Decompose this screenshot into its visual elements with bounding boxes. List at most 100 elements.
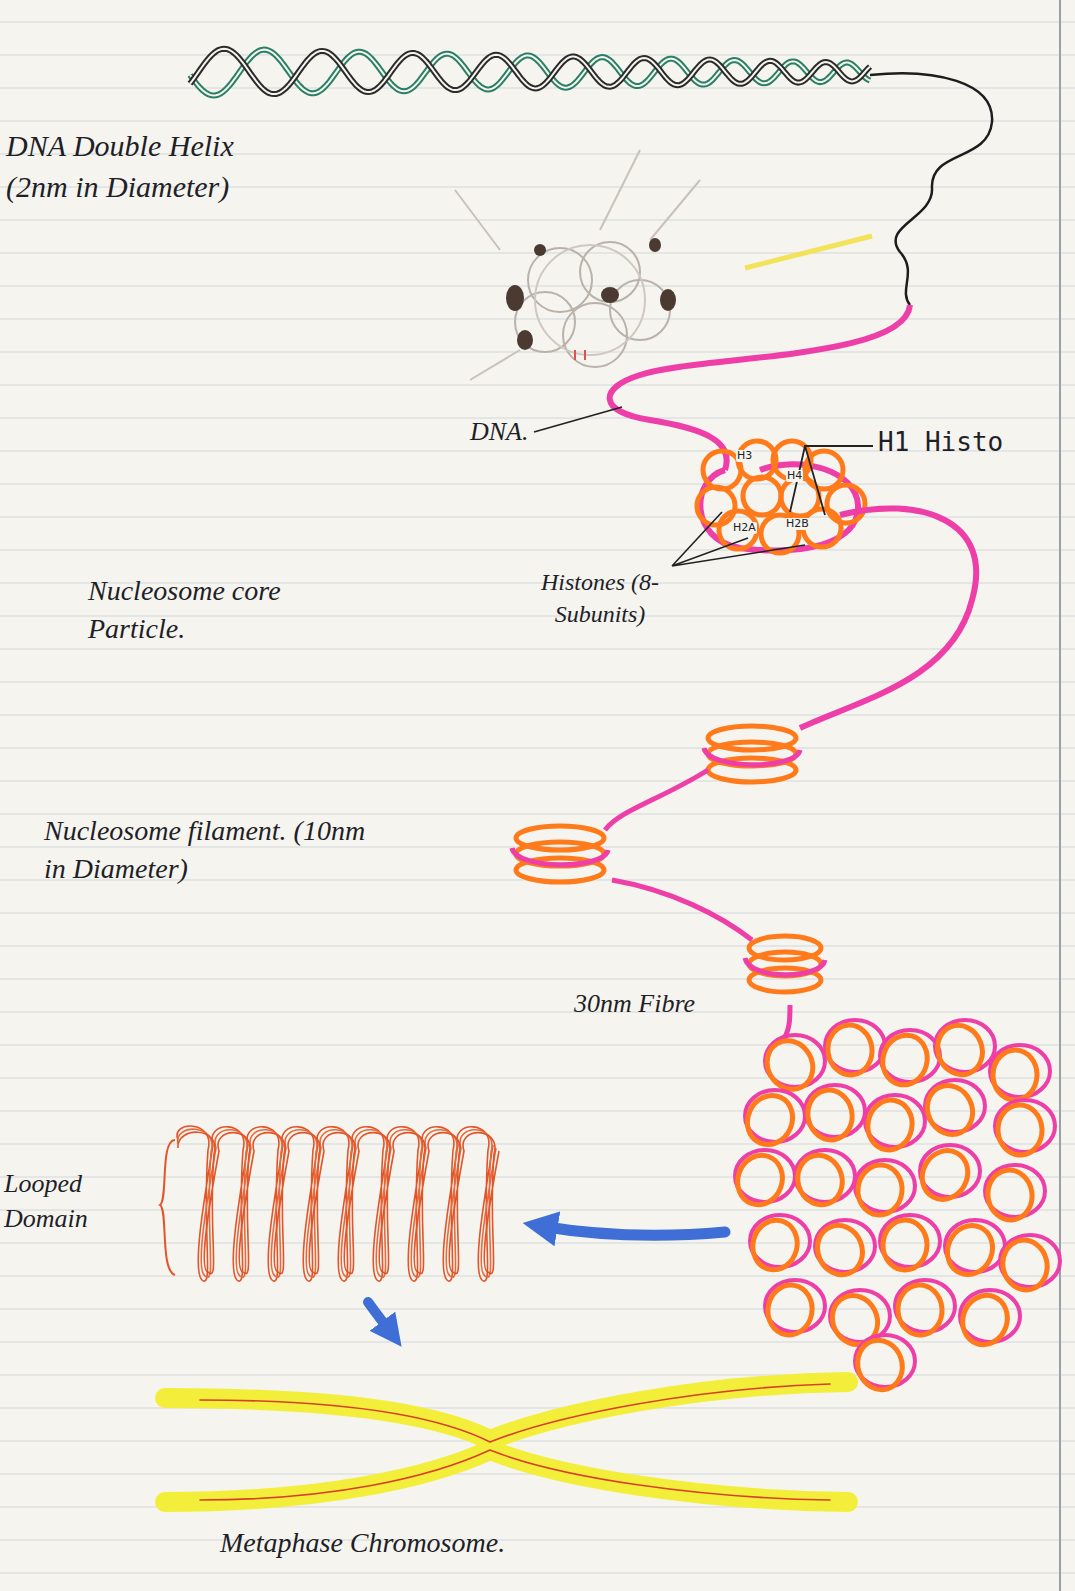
fibre-nucleosome	[985, 1167, 1036, 1223]
stage-label: Metaphase Chromosome.	[220, 1524, 640, 1562]
part-label: H1 Histo	[878, 425, 1048, 460]
ruled-line	[0, 714, 1075, 715]
margin-line	[1059, 0, 1061, 1591]
part-label: Histones (8-Subunits)	[505, 566, 695, 631]
ruled-line	[0, 912, 1075, 913]
ruled-line	[0, 54, 1075, 55]
stage-label: Nucleosome core Particle.	[88, 572, 318, 648]
histone-subunit	[719, 511, 757, 549]
chromatin-loop	[178, 1132, 499, 1273]
ruled-line	[0, 120, 1075, 121]
ruled-line	[0, 1374, 1075, 1375]
helix-strand	[190, 50, 870, 96]
helix-strand	[190, 50, 870, 96]
metaphase-chromosome	[165, 1382, 848, 1502]
fibre-nucleosome	[956, 1289, 1014, 1351]
fibre-nucleosome	[896, 1284, 943, 1337]
histone-subunit	[743, 477, 781, 515]
ruled-line	[0, 681, 1075, 682]
ruled-paper	[0, 22, 1075, 1573]
stage-label: DNA Double Helix (2nm in Diameter)	[6, 126, 268, 207]
fibre-nucleosome	[747, 1215, 802, 1275]
leader-line	[534, 407, 622, 432]
fibre-nucleosome	[940, 1218, 1001, 1282]
histone-label: H4	[786, 470, 803, 482]
ruled-line	[0, 1044, 1075, 1045]
fibre-nucleosome	[764, 1282, 816, 1339]
histone-label: H3	[736, 450, 753, 462]
ruled-line	[0, 1077, 1075, 1078]
ruled-line	[0, 1341, 1075, 1342]
ruled-line	[0, 1308, 1075, 1309]
blue-arrow	[368, 1302, 392, 1334]
fibre-nucleosome	[856, 1163, 905, 1217]
looped-domain	[177, 1126, 499, 1281]
wrapped-dna	[704, 748, 800, 765]
fibre-nucleosome	[864, 1096, 917, 1153]
ruled-line	[0, 780, 1075, 781]
ruled-line	[0, 21, 1075, 22]
histone-sketch	[455, 150, 700, 380]
fibre-nucleosome	[792, 1150, 849, 1211]
fibre-nucleosome	[914, 1142, 977, 1207]
dna-strand-highlight	[745, 236, 872, 268]
ruled-line	[0, 648, 1075, 649]
blue-arrow	[540, 1226, 725, 1235]
fibre-nucleosome	[739, 1088, 800, 1152]
chromatin-loop	[178, 1129, 496, 1277]
bracket	[160, 1140, 175, 1275]
fibre-nucleosome	[992, 1049, 1038, 1101]
fibre-nucleosome	[997, 1104, 1044, 1156]
nucleosome-core	[697, 441, 865, 553]
wrapped-dna	[745, 958, 825, 975]
ruled-line	[0, 945, 1075, 946]
stage-label: Nucleosome filament. (10nm in Diameter)	[44, 812, 374, 888]
ruled-line	[0, 747, 1075, 748]
ruled-line	[0, 1539, 1075, 1540]
ruled-line	[0, 1572, 1075, 1573]
fibre-nucleosome	[758, 1032, 821, 1097]
linker-dna	[605, 770, 708, 830]
stage-label: 30nm Fibre	[574, 986, 744, 1021]
histone-subunit	[827, 485, 865, 523]
chromatin-fibre	[731, 1019, 1060, 1396]
histone-label: H2A	[732, 522, 757, 534]
helix-strand	[190, 49, 870, 94]
fibre-nucleosome	[825, 1023, 875, 1078]
ruled-line	[0, 1110, 1075, 1111]
histone-label: H2B	[785, 518, 810, 530]
linker-dna	[800, 508, 976, 728]
fibre-nucleosome	[919, 1078, 980, 1142]
histone-subunit	[781, 478, 819, 516]
fibre-nucleosome	[810, 1219, 870, 1282]
fibre-nucleosome	[877, 1030, 933, 1090]
wrapped-dna	[512, 848, 608, 865]
fibre-nucleosome	[803, 1086, 856, 1144]
ruled-line	[0, 549, 1075, 550]
ruled-line	[0, 1242, 1075, 1243]
linker-dna	[612, 880, 752, 940]
part-label: DNA.	[470, 414, 540, 449]
dna-double-helix	[190, 49, 870, 96]
ruled-line	[0, 1011, 1075, 1012]
ruled-line	[0, 384, 1075, 385]
ruled-line	[0, 219, 1075, 220]
fibre-nucleosome	[998, 1236, 1052, 1295]
fibre-nucleosome	[883, 1220, 928, 1271]
nucleosome-filament	[512, 726, 825, 992]
ruled-line	[0, 813, 1075, 814]
ruled-line	[0, 1275, 1075, 1276]
ruled-line	[0, 483, 1075, 484]
fibre-nucleosome	[851, 1334, 908, 1395]
fibre-nucleosome	[731, 1149, 789, 1211]
ruled-line	[0, 516, 1075, 517]
ruled-line	[0, 1407, 1075, 1408]
stage-label: Looped Domain	[4, 1166, 114, 1236]
ruled-line	[0, 978, 1075, 979]
fibre-nucleosome	[931, 1019, 990, 1081]
dna-strand	[870, 73, 992, 305]
ruled-line	[0, 417, 1075, 418]
helix-strand	[190, 49, 870, 94]
ruled-line	[0, 1440, 1075, 1441]
